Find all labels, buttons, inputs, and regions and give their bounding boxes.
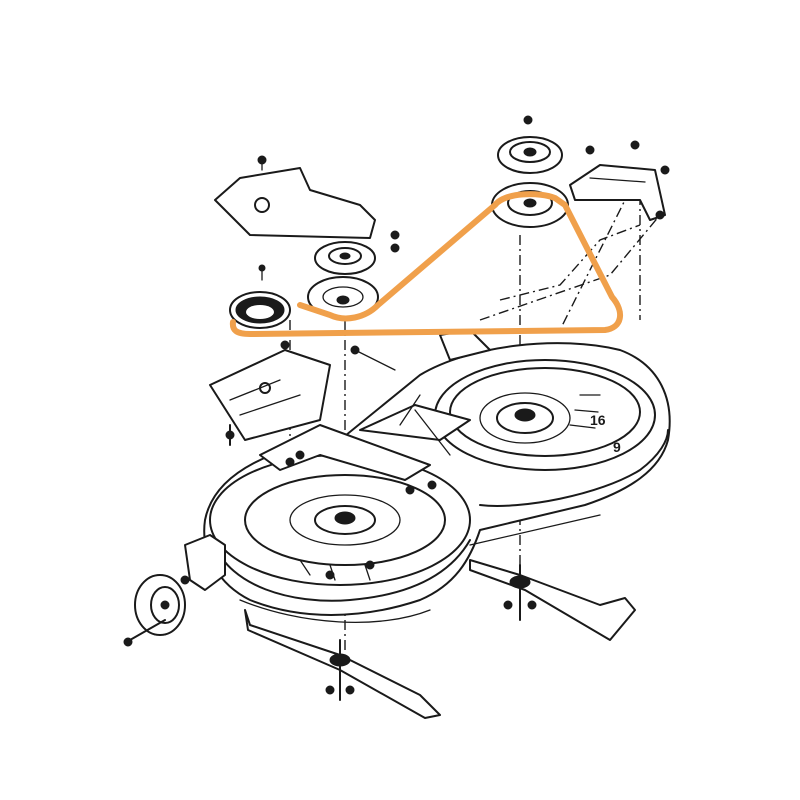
drive-belt-highlight	[229, 191, 623, 337]
pulley-cover-plate	[214, 155, 376, 239]
gauge-wheel	[123, 534, 226, 647]
callout-9: 9	[613, 439, 621, 455]
upper-right-pulley	[497, 115, 563, 174]
right-cutting-blade	[469, 559, 636, 641]
left-drive-pulley	[229, 264, 291, 329]
center-idler-pulley-upper	[314, 241, 376, 275]
idler-bracket	[209, 329, 491, 481]
left-cutting-blade	[244, 609, 441, 719]
callout-16: 16	[590, 412, 606, 428]
right-spindle-housing	[434, 359, 656, 471]
belt-guide-bracket	[569, 140, 670, 221]
right-idler-pulley	[491, 182, 569, 228]
left-spindle-housing	[209, 454, 471, 586]
hardware-bolts	[225, 230, 437, 580]
